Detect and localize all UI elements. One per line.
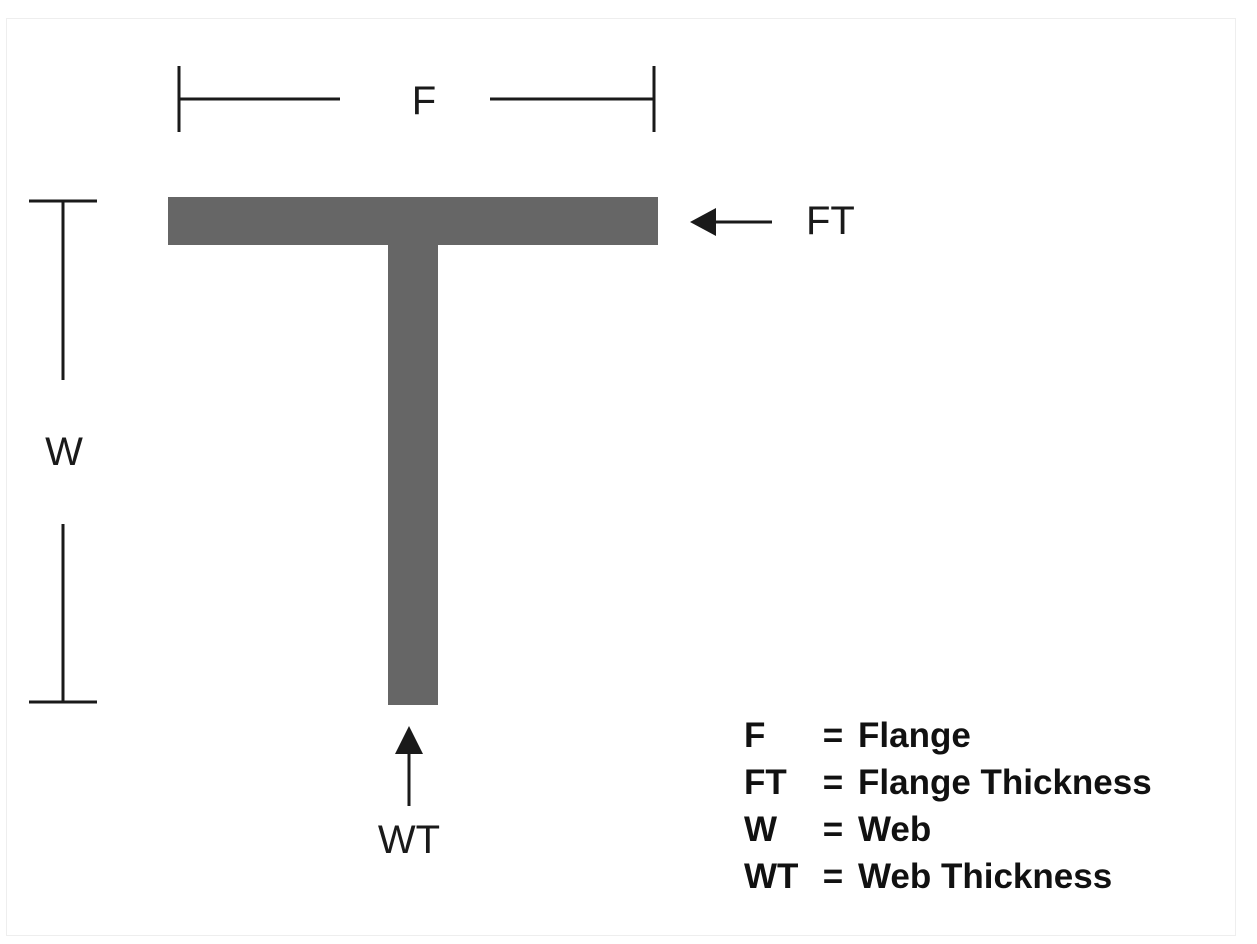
web-bar — [388, 245, 438, 705]
web-label: W — [45, 430, 83, 474]
legend-item-web-thickness: WT = Web Thickness — [744, 853, 1224, 900]
wt-arrowhead-icon — [395, 726, 423, 754]
flange-label: F — [412, 79, 436, 123]
legend-definition: Flange Thickness — [858, 763, 1152, 802]
web-dimension — [29, 199, 97, 704]
legend-item-flange: F = Flange — [744, 712, 1224, 759]
flange-thickness-label: FT — [806, 199, 855, 243]
web-thickness-label: WT — [378, 818, 440, 862]
legend-definition: Web — [858, 810, 932, 849]
legend-item-web: W = Web — [744, 806, 1224, 853]
legend-item-flange-thickness: FT = Flange Thickness — [744, 759, 1224, 806]
flange-dimension — [177, 66, 656, 132]
legend-equals: = — [822, 763, 844, 802]
legend-abbr: F — [744, 716, 766, 755]
legend-equals: = — [822, 716, 844, 755]
ft-arrowhead-icon — [690, 208, 716, 236]
flange-thickness-arrow — [690, 208, 772, 236]
legend-abbr: W — [744, 810, 778, 849]
legend-definition: Flange — [858, 716, 971, 755]
flange-bar — [168, 197, 658, 245]
web-thickness-arrow — [395, 726, 423, 806]
legend-abbr: FT — [744, 763, 787, 802]
legend-equals: = — [822, 857, 844, 896]
diagram-frame — [6, 18, 1236, 936]
legend-definition: Web Thickness — [858, 857, 1113, 896]
t-section-shape — [168, 197, 658, 705]
legend-equals: = — [822, 810, 844, 849]
legend: F = Flange FT = Flange Thickness W = Web… — [744, 712, 1224, 900]
legend-abbr: WT — [744, 857, 799, 896]
